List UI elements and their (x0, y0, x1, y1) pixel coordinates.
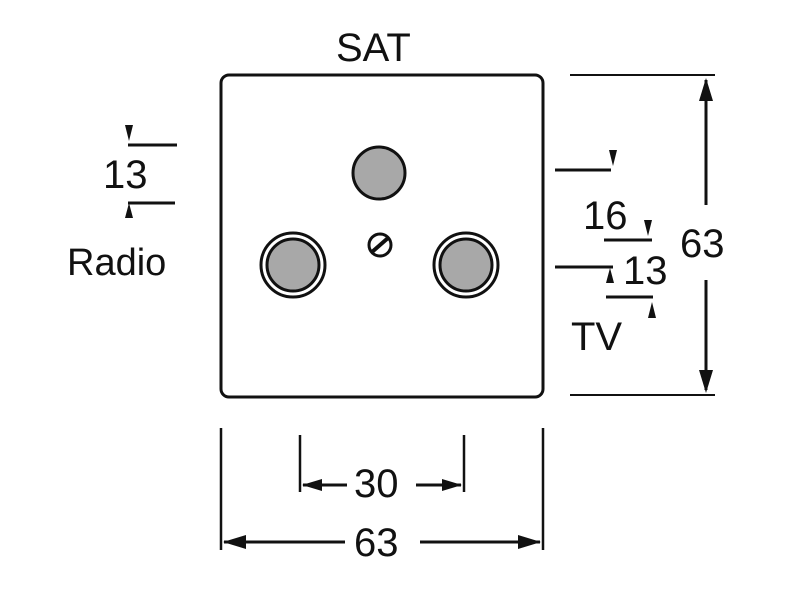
radio-port (259, 231, 327, 299)
screw-icon (367, 232, 393, 258)
sat-port (351, 145, 407, 201)
radio-dimension-marks (125, 125, 177, 218)
radio-size-dimension-label: 13 (103, 153, 148, 197)
tv-port (432, 231, 500, 299)
tv-size-dimension-label: 13 (623, 249, 668, 293)
radio-label: Radio (67, 242, 167, 284)
plate-width-dimension-label: 63 (354, 521, 399, 565)
tv-label: TV (571, 315, 623, 359)
tv-offset-dimension-label: 16 (583, 194, 628, 238)
tv-dimension-marks (555, 150, 656, 318)
sat-label: SAT (336, 26, 411, 70)
spacing-dimension (298, 435, 466, 492)
plate-height-dimension-label: 63 (680, 222, 725, 266)
height-dimension (570, 74, 715, 396)
port-spacing-dimension-label: 30 (354, 462, 399, 506)
width-dimension (219, 428, 545, 550)
